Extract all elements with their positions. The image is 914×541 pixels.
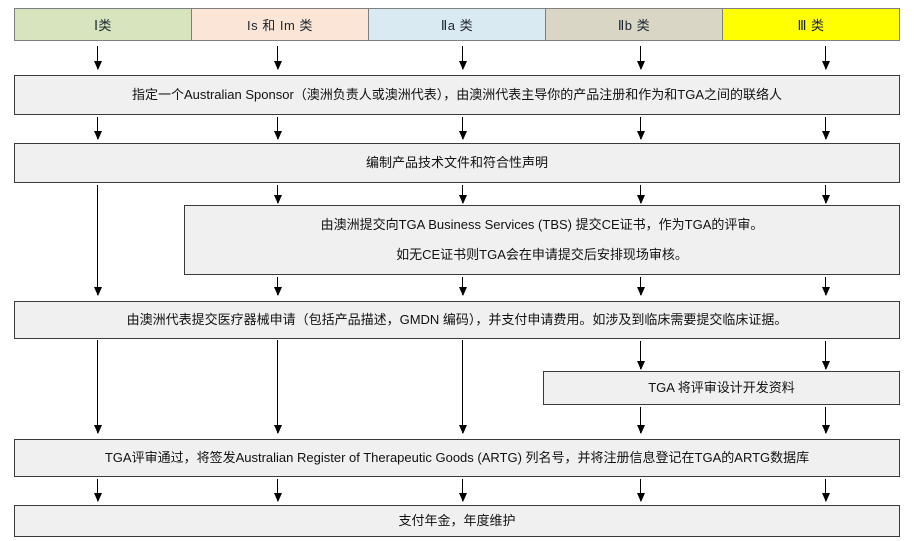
arrow-tbs-to-application-col5 <box>821 277 830 296</box>
step-text-line-1: 由澳洲提交向TGA Business Services (TBS) 提交CE证书… <box>320 217 764 233</box>
class-column-label: Ⅲ 类 <box>797 18 825 33</box>
arrow-class1-to-sponsor <box>93 46 102 70</box>
arrow-techfile-to-tbs-col4 <box>636 185 645 204</box>
device-class-header-bar: Ⅰ类 Is 和 Im 类 Ⅱa 类 Ⅱb 类 Ⅲ 类 <box>14 8 900 41</box>
arrow-dossier-to-artg-col5 <box>821 407 830 434</box>
arrow-tbs-to-application-col2 <box>273 277 282 296</box>
step-box-sponsor[interactable]: 指定一个Australian Sponsor（澳洲负责人或澳洲代表），由澳洲代表… <box>14 75 900 115</box>
arrow-sponsor-to-techfile-col1 <box>93 117 102 140</box>
arrow-artg-to-annualfee-col2 <box>273 479 282 502</box>
class-column-header-2a[interactable]: Ⅱa 类 <box>369 9 546 40</box>
connector-classisim-bypass-dossier <box>277 340 278 433</box>
connector-class1-bypass-tbs <box>97 185 98 295</box>
step-text: TGA 将评审设计开发资料 <box>648 379 795 395</box>
step-box-artg-listing[interactable]: TGA评审通过，将签发Australian Register of Therap… <box>14 439 900 477</box>
arrow-techfile-to-tbs-col5 <box>821 185 830 204</box>
step-text: TGA评审通过，将签发Australian Register of Therap… <box>104 449 810 465</box>
class-column-header-3[interactable]: Ⅲ 类 <box>723 9 899 40</box>
connector-class2a-bypass-dossier <box>462 340 463 433</box>
class-column-label: Ⅱa 类 <box>440 18 474 33</box>
arrow-tbs-to-application-col3 <box>458 277 467 296</box>
arrow-sponsor-to-techfile-col4 <box>636 117 645 140</box>
class-column-header-2b[interactable]: Ⅱb 类 <box>546 9 723 40</box>
class-column-label: Is 和 Im 类 <box>247 18 313 33</box>
step-text: 支付年金，年度维护 <box>398 512 516 528</box>
step-box-annual-fee[interactable]: 支付年金，年度维护 <box>14 505 900 537</box>
step-box-technical-file[interactable]: 编制产品技术文件和符合性声明 <box>14 143 900 183</box>
arrow-dossier-to-artg-col4 <box>636 407 645 434</box>
arrow-classisim-to-sponsor <box>273 46 282 70</box>
arrow-class1-bypass-dossier-head <box>93 423 102 434</box>
arrow-techfile-to-tbs-col3 <box>458 185 467 204</box>
arrow-application-to-dossier-col5 <box>821 341 830 370</box>
arrow-artg-to-annualfee-col3 <box>458 479 467 502</box>
arrow-class3-to-sponsor <box>821 46 830 70</box>
step-text-line-2: 如无CE证书则TGA会在申请提交后安排现场审核。 <box>396 246 688 262</box>
arrow-class1-bypass-tbs-head <box>93 285 102 296</box>
arrow-artg-to-annualfee-col1 <box>93 479 102 502</box>
arrow-tbs-to-application-col4 <box>636 277 645 296</box>
arrow-sponsor-to-techfile-col2 <box>273 117 282 140</box>
step-text: 编制产品技术文件和符合性声明 <box>365 154 548 170</box>
arrow-class2a-bypass-dossier-head <box>458 423 467 434</box>
step-text: 指定一个Australian Sponsor（澳洲负责人或澳洲代表），由澳洲代表… <box>131 86 783 102</box>
step-box-tbs-ce[interactable]: 由澳洲提交向TGA Business Services (TBS) 提交CE证书… <box>184 205 900 275</box>
step-text: 由澳洲代表提交医疗器械申请（包括产品描述，GMDN 编码），并支付申请费用。如涉… <box>126 311 788 327</box>
arrow-techfile-to-tbs-col2 <box>273 185 282 204</box>
connector-class1-bypass-dossier <box>97 340 98 433</box>
arrow-sponsor-to-techfile-col5 <box>821 117 830 140</box>
arrow-class2b-to-sponsor <box>636 46 645 70</box>
arrow-application-to-dossier-col4 <box>636 341 645 370</box>
arrow-artg-to-annualfee-col5 <box>821 479 830 502</box>
arrow-class2a-to-sponsor <box>458 46 467 70</box>
step-box-device-application[interactable]: 由澳洲代表提交医疗器械申请（包括产品描述，GMDN 编码），并支付申请费用。如涉… <box>14 301 900 339</box>
class-column-header-1[interactable]: Ⅰ类 <box>15 9 192 40</box>
class-column-header-is-im[interactable]: Is 和 Im 类 <box>192 9 369 40</box>
class-column-label: Ⅱb 类 <box>617 18 651 33</box>
class-column-label: Ⅰ类 <box>94 18 112 33</box>
arrow-sponsor-to-techfile-col3 <box>458 117 467 140</box>
step-box-design-dossier[interactable]: TGA 将评审设计开发资料 <box>543 371 900 405</box>
arrow-artg-to-annualfee-col4 <box>636 479 645 502</box>
arrow-classisim-bypass-dossier-head <box>273 423 282 434</box>
